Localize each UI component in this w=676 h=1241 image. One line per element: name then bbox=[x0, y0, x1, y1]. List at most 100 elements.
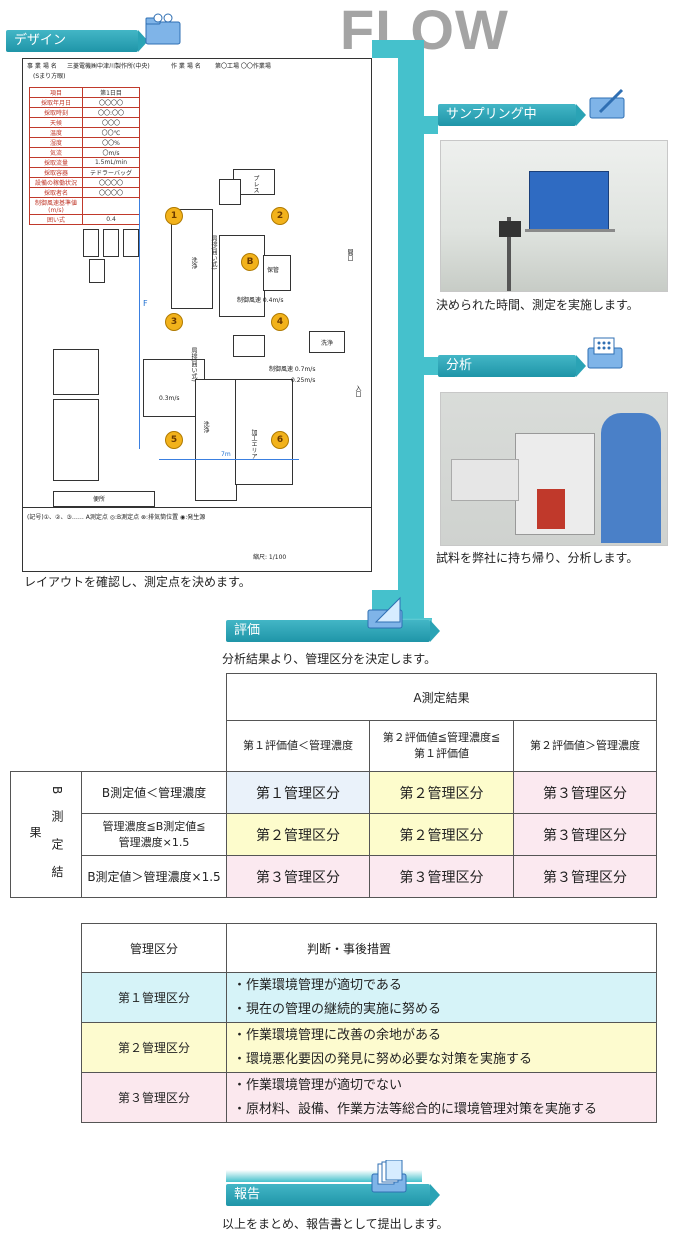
measurement-point-4: 4 bbox=[271, 313, 289, 331]
matrix-cell-1-2: 第２管理区分 bbox=[369, 771, 514, 814]
fp-dimension-line bbox=[159, 459, 299, 460]
condition-row: 湿度〇〇% bbox=[29, 137, 140, 148]
condition-row: 採取時刻〇〇:〇〇 bbox=[29, 107, 140, 118]
matrix-cell-2-2: 第２管理区分 bbox=[369, 813, 514, 856]
condition-row: 気流〇m/s bbox=[29, 147, 140, 158]
fp-room bbox=[89, 259, 105, 283]
flow-connector bbox=[424, 116, 438, 134]
condition-value bbox=[82, 197, 140, 215]
flow-title: FLOW bbox=[340, 0, 509, 61]
fp-room bbox=[53, 349, 99, 395]
step-label-sampling: サンプリング中 bbox=[438, 104, 586, 126]
condition-value: テドラーバッグ bbox=[82, 167, 140, 178]
condition-value: 〇〇〇〇 bbox=[82, 187, 140, 198]
fp-processing-label: 加工エリア bbox=[250, 429, 257, 459]
condition-key: 制御風速基準値(m/s) bbox=[29, 197, 83, 215]
condition-key: 天候 bbox=[29, 117, 83, 128]
measures-action: ・現在の管理の継続的実施に努める bbox=[233, 1001, 442, 1017]
fp-entrance-label: 入口 bbox=[354, 385, 361, 397]
fp-room bbox=[103, 229, 119, 257]
condition-key: 気流 bbox=[29, 147, 83, 158]
photo-shelf bbox=[525, 229, 615, 232]
photo-tripod bbox=[507, 217, 511, 291]
condition-key: 採取容器 bbox=[29, 167, 83, 178]
condition-row: 採取容器テドラーバッグ bbox=[29, 167, 140, 178]
folder-people-icon bbox=[145, 13, 181, 45]
condition-row: 採取年月日〇〇〇〇 bbox=[29, 97, 140, 108]
floor-plan: 事 業 場 名 三菱電機㈱中津川製作所(中央) 作 業 場 名 第〇工場 〇〇作… bbox=[22, 58, 372, 572]
flow-connector bbox=[398, 40, 424, 618]
fp-legend-scale: 縮尺: 1/100 bbox=[253, 554, 287, 561]
fp-room bbox=[83, 229, 99, 257]
condition-value: 〇〇℃ bbox=[82, 127, 140, 138]
fp-room bbox=[53, 491, 155, 507]
fp-header-company: 三菱電機㈱中津川製作所(中央) bbox=[67, 63, 150, 70]
matrix-a-col-3: 第２評価値＞管理濃度 bbox=[513, 720, 657, 772]
matrix-b-row-2: 管理濃度≦B測定値≦管理濃度×1.5 bbox=[81, 813, 227, 856]
fp-legend-title: (記号)①、②、③…… A測定点 ◎:B測定点 ⊗:排気筒位置 ◉:発生源 bbox=[27, 514, 206, 521]
measures-action: ・環境悪化要因の発見に努め必要な対策を実施する bbox=[233, 1051, 533, 1067]
sampling-photo bbox=[440, 140, 668, 292]
step-caption-evaluation: 分析結果より、管理区分を決定します。 bbox=[222, 652, 437, 666]
fp-room bbox=[53, 399, 99, 481]
measures-class-3: 第３管理区分 bbox=[81, 1072, 227, 1123]
measures-header-action: 判断・事後措置 bbox=[226, 923, 657, 973]
matrix-a-header: A測定結果 bbox=[226, 673, 657, 721]
measures-class-2: 第２管理区分 bbox=[81, 1022, 227, 1073]
fp-dim-7m: 7m bbox=[221, 451, 231, 458]
matrix-a-col-1: 第１評価値＜管理濃度 bbox=[226, 720, 370, 772]
condition-key: 設備の稼働状況 bbox=[29, 177, 83, 188]
condition-row: 天候〇〇〇 bbox=[29, 117, 140, 128]
fp-wc-label: 便所 bbox=[93, 496, 106, 503]
photo-sampler-box bbox=[529, 171, 609, 231]
condition-key: 採取年月日 bbox=[29, 97, 83, 108]
matrix-b-header-text: B 測 定 結 果 bbox=[28, 785, 64, 884]
condition-key: 温度 bbox=[29, 127, 83, 138]
step-caption-design: レイアウトを確認し、測定点を決めます。 bbox=[24, 575, 251, 589]
fp-local-exhaust2-label: 局排(囲い式) bbox=[190, 347, 197, 382]
fp-header-work: 作 業 場 名 bbox=[171, 63, 201, 70]
fp-room bbox=[219, 235, 265, 317]
folder-documents-icon bbox=[371, 1160, 407, 1193]
photo-meter bbox=[499, 221, 521, 237]
measures-action: ・作業環境管理に改善の余地がある bbox=[233, 1027, 442, 1043]
fp-wash3-label: 洗浄 bbox=[202, 421, 209, 433]
folder-pen-icon bbox=[589, 88, 625, 119]
measures-class-1: 第１管理区分 bbox=[81, 972, 227, 1023]
condition-value: 第1日目 bbox=[82, 87, 140, 98]
measures-action: ・作業環境管理が適切である bbox=[233, 977, 402, 993]
analysis-photo bbox=[440, 392, 668, 546]
matrix-cell-3-3: 第３管理区分 bbox=[513, 855, 657, 898]
matrix-cell-2-3: 第３管理区分 bbox=[513, 813, 657, 856]
step-label-design: デザイン bbox=[6, 30, 148, 52]
condition-key: 囲い式 bbox=[29, 214, 83, 225]
fp-room bbox=[263, 255, 291, 291]
condition-value: 〇〇% bbox=[82, 137, 140, 148]
condition-value: 〇〇〇〇 bbox=[82, 97, 140, 108]
fp-room bbox=[171, 209, 213, 309]
flow-connector bbox=[424, 357, 438, 375]
step-caption-sampling: 決められた時間、測定を実施します。 bbox=[436, 298, 639, 312]
fp-header-workname: 第〇工場 〇〇作業場 bbox=[215, 63, 271, 70]
fp-room bbox=[219, 179, 241, 205]
fp-wash2-label: 洗浄 bbox=[321, 340, 334, 347]
step-caption-analysis: 試料を弊社に持ち帰り、分析します。 bbox=[436, 551, 639, 565]
measures-action: ・作業環境管理が適切でない bbox=[233, 1077, 403, 1093]
condition-value: 〇〇〇〇 bbox=[82, 177, 140, 188]
fp-header-left: 事 業 場 名 bbox=[27, 63, 57, 70]
matrix-b-row-3: B測定値＞管理濃度×1.5 bbox=[81, 855, 227, 898]
measures-actions-1: ・作業環境管理が適切である ・現在の管理の継続的実施に努める bbox=[226, 972, 657, 1023]
fp-wash-label: 洗浄 bbox=[190, 257, 197, 269]
fp-speed3: 0.25m/s bbox=[291, 377, 316, 384]
matrix-cell-1-1: 第１管理区分 bbox=[226, 771, 370, 814]
matrix-a-col-2: 第２評価値≦管理濃度≦第１評価値 bbox=[369, 720, 514, 772]
fp-unit-note: (Sまり方眼) bbox=[33, 73, 66, 80]
matrix-cell-3-2: 第３管理区分 bbox=[369, 855, 514, 898]
measurement-point-5: 5 bbox=[165, 431, 183, 449]
measures-header-class: 管理区分 bbox=[81, 923, 227, 973]
matrix-b-row-1: B測定値＜管理濃度 bbox=[81, 771, 227, 814]
measurement-point-3: 3 bbox=[165, 313, 183, 331]
measurement-point-b: B bbox=[241, 253, 259, 271]
